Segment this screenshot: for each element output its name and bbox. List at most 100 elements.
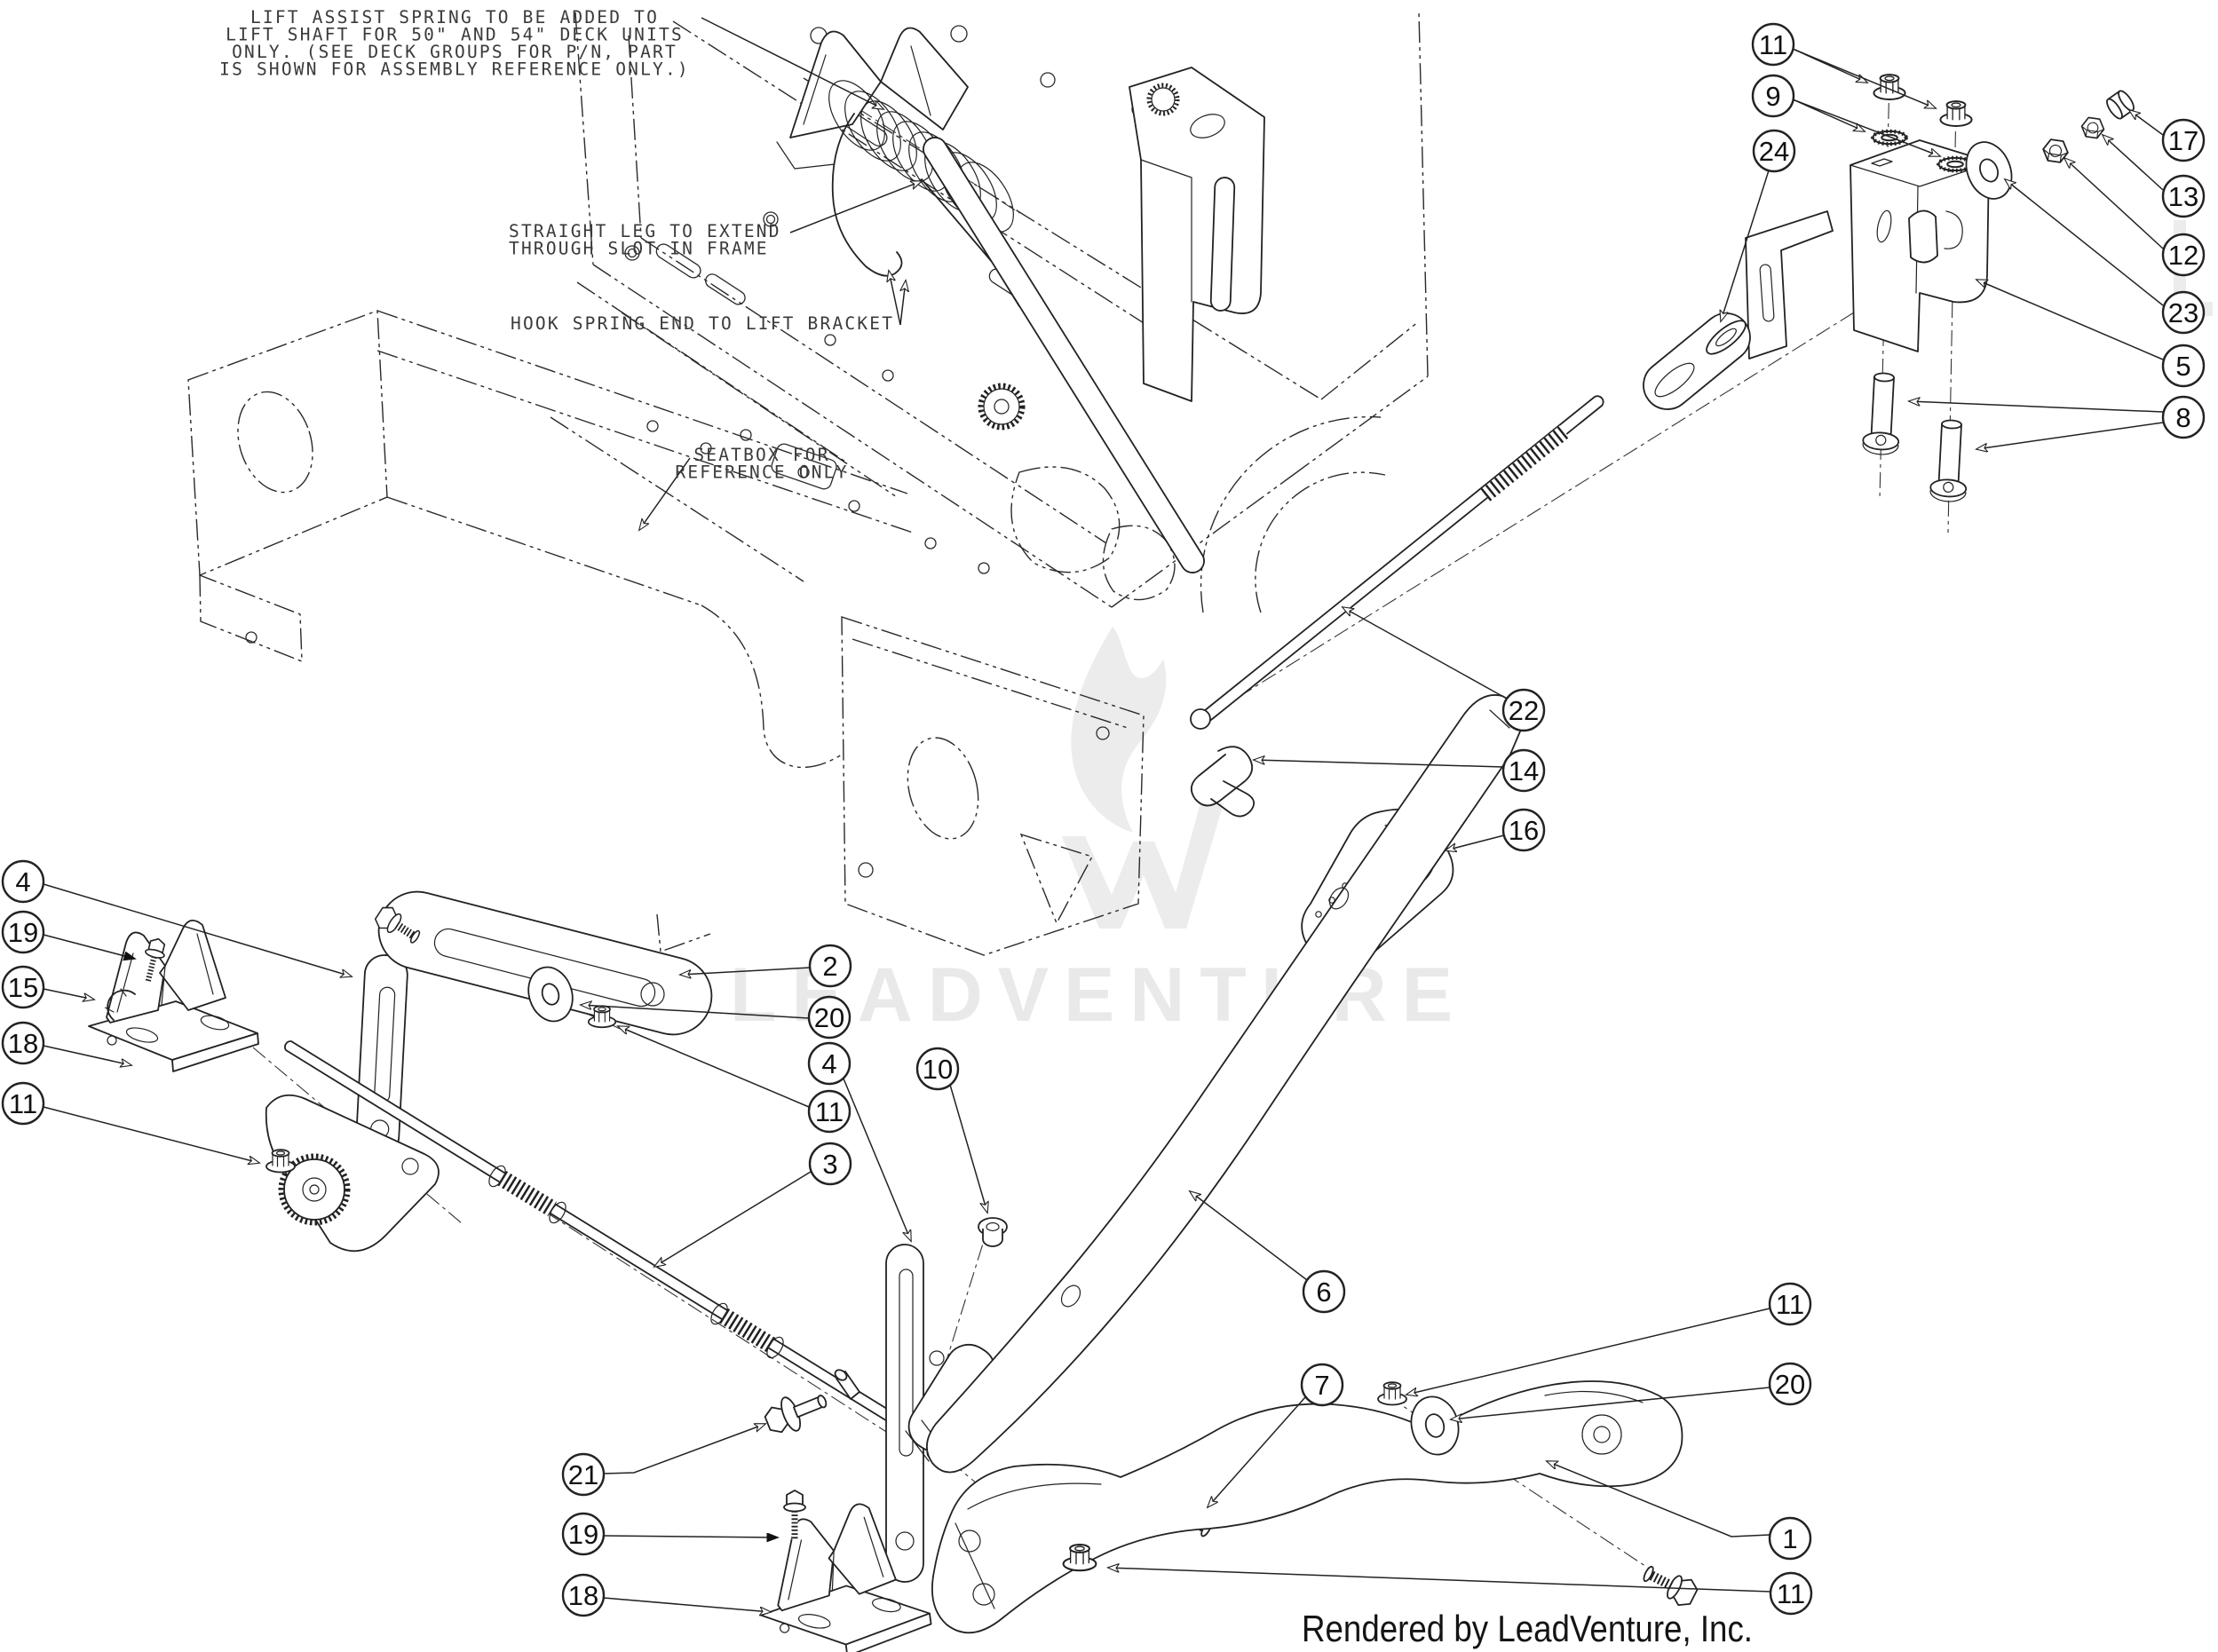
balloon-number-10: 10 [923, 1054, 953, 1085]
hook-spring-note: HOOK SPRING END TO LIFT BRACKET [511, 271, 906, 334]
balloon-number-21: 21 [568, 1459, 598, 1490]
balloon-number-11e: 11 [1777, 1578, 1805, 1609]
leader-line [1254, 760, 1504, 768]
balloon-22: 22 [1343, 607, 1546, 732]
balloon-16: 16 [1446, 808, 1546, 850]
balloon-11: 11 [1108, 1568, 1813, 1616]
leader-line [43, 1106, 259, 1163]
balloon-number-15: 15 [8, 972, 38, 1003]
balloon-4: 4 [1, 859, 352, 976]
leader-line [1909, 401, 2164, 413]
balloon-number-18b: 18 [568, 1580, 598, 1611]
balloon-23: 23 [2005, 179, 2206, 335]
balloon-2: 2 [680, 944, 852, 988]
balloon-circle-19a [1, 910, 45, 954]
balloon-circle-21 [561, 1452, 606, 1497]
leader-line [1343, 607, 1508, 700]
balloon-circle-9 [1751, 74, 1795, 118]
balloon-8: 8 [1909, 395, 2206, 449]
leader-line [654, 1171, 812, 1267]
balloon-6: 6 [1190, 1191, 1346, 1314]
balloon-circle-4b [807, 1041, 852, 1086]
balloon-1: 1 [1547, 1461, 1812, 1561]
balloon-circle-23 [2161, 290, 2206, 335]
balloon-number-3: 3 [822, 1149, 837, 1180]
deck-latch-bracket-left-drawing [88, 919, 296, 1174]
leader-line [603, 1424, 765, 1474]
balloon-18: 18 [1, 1021, 131, 1065]
frame-phantom-drawing [550, 12, 1429, 613]
leader-line [2064, 158, 2164, 249]
leader-line [1108, 1568, 1771, 1593]
leader-line [2103, 135, 2164, 191]
balloon-number-16: 16 [1509, 815, 1539, 846]
leader-line [1547, 1461, 1770, 1537]
leader-line [1792, 48, 1936, 108]
balloon-11: 11 [1406, 1282, 1812, 1395]
balloon-circle-6 [1302, 1269, 1346, 1314]
seatbox-drawing [187, 310, 1145, 956]
watermark-logo [1062, 220, 2213, 929]
balloon-circle-3 [808, 1142, 852, 1186]
leader-line [1792, 99, 1940, 156]
leader-line [1976, 280, 2164, 360]
leader-line [1208, 1396, 1306, 1507]
lift-handle-rod-drawing [923, 137, 1205, 573]
leader-line [2005, 179, 2164, 306]
balloon-21: 21 [561, 1424, 765, 1497]
balloon-11: 11 [1751, 22, 1936, 108]
balloon-11: 11 [1, 1081, 259, 1163]
leader-line [1976, 422, 2164, 449]
balloon-number-11c: 11 [815, 1096, 844, 1127]
balloon-circle-19b [561, 1512, 606, 1556]
balloon-number-8: 8 [2175, 402, 2190, 433]
balloon-20: 20 [581, 995, 852, 1039]
balloon-circle-2 [808, 944, 852, 988]
balloon-19: 19 [1, 910, 135, 959]
leader-line [618, 1026, 810, 1108]
leader-line [899, 281, 906, 326]
balloon-circle-15 [1, 965, 45, 1009]
leader-line [1190, 1191, 1308, 1281]
balloon-7: 7 [1208, 1363, 1344, 1507]
balloon-number-22: 22 [1509, 695, 1539, 726]
leader-line [1721, 170, 1770, 321]
bow-tie-clip-drawing [1190, 746, 1256, 818]
balloon-number-18a: 18 [8, 1028, 38, 1059]
balloon-number-4a: 4 [15, 866, 30, 897]
balloon-circle-7 [1300, 1363, 1344, 1407]
balloon-circle-17 [2161, 118, 2206, 162]
balloon-number-20a: 20 [814, 1002, 844, 1033]
lift-bracket-drawing [1129, 67, 1265, 402]
leader-line [43, 883, 352, 976]
balloon-circle-12 [2161, 233, 2206, 277]
lift-shaft-assembly-drawing [104, 890, 1066, 1583]
leader-line [889, 271, 901, 326]
leader-line [949, 1084, 987, 1213]
balloon-number-19a: 19 [8, 917, 38, 948]
balloon-number-14: 14 [1509, 755, 1539, 786]
rear-bracket-assembly-drawing [1200, 74, 2135, 722]
pedal-lever-drawing [926, 694, 1522, 1543]
balloon-circle-18b [561, 1573, 606, 1617]
balloon-circle-18a [1, 1021, 45, 1065]
balloon-number-1: 1 [1782, 1523, 1797, 1554]
leader-line [581, 1005, 810, 1019]
balloon-number-13: 13 [2168, 181, 2198, 212]
balloon-circle-1 [1768, 1516, 1812, 1561]
balloon-3: 3 [654, 1142, 852, 1267]
leader-line [701, 17, 883, 109]
balloon-circle-5 [2161, 344, 2206, 388]
lift-arm-drawing [931, 1380, 1700, 1634]
leader-line [603, 1536, 778, 1537]
balloon-number-17: 17 [2168, 125, 2198, 156]
leader-line [789, 181, 922, 233]
balloon-circle-11b [1, 1081, 45, 1126]
balloon-number-11d: 11 [1776, 1289, 1804, 1320]
